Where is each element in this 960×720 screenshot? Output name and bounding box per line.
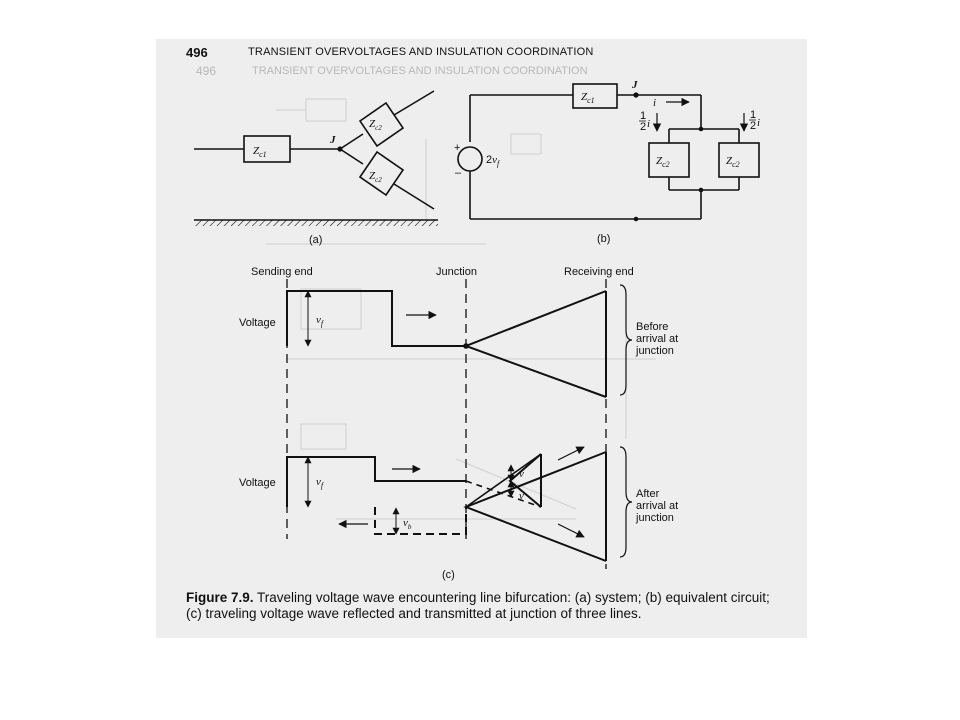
wave-after-arrival (286, 446, 607, 562)
half-current-right-i: i (757, 117, 760, 129)
after-line-1: After (636, 488, 660, 500)
voltage-label-after: Voltage (239, 477, 276, 489)
receiving-end-label: Receiving end (564, 266, 634, 278)
before-line-3: junction (635, 345, 674, 357)
panel-a-zc2-upper-label: Zc2 (369, 118, 382, 132)
junction-point-b (633, 92, 639, 98)
braces (619, 284, 633, 558)
panel-c-label: (c) (442, 569, 455, 581)
panel-a-zc1-label: Zc1 (253, 145, 267, 159)
panel-a-zc2-lower-label: Zc2 (369, 170, 382, 184)
junction-point-a (337, 146, 343, 152)
panel-b-zc2-right-label: Zc2 (726, 155, 740, 169)
voltage-label-before: Voltage (239, 317, 276, 329)
page-number: 496 (186, 45, 208, 60)
half-current-right-den: 2 (750, 120, 756, 132)
source-plus: + (454, 142, 460, 154)
node-return (633, 216, 639, 222)
caption-text: Traveling voltage wave encountering line… (186, 590, 770, 621)
caption-label: Figure 7.9. (186, 590, 254, 605)
running-title: TRANSIENT OVERVOLTAGES AND INSULATION CO… (248, 46, 594, 58)
half-current-right-num: 1 (750, 109, 756, 121)
current-label: i (653, 97, 656, 109)
junction-dot (463, 343, 469, 349)
panel-b-equivalent-circuit (457, 83, 760, 220)
source-minus: – (455, 167, 462, 179)
after-line-3: junction (635, 512, 674, 524)
ghost-page-number: 496 (196, 64, 217, 78)
before-line-2: arrival at (636, 333, 678, 345)
figure-7-9: Zc1 Zc2 Zc2 J (a) (194, 79, 760, 581)
before-line-1: Before (636, 321, 668, 333)
panel-b-zc2-left-label: Zc2 (656, 155, 670, 169)
panel-a-label: (a) (309, 234, 322, 246)
panel-a-junction-label: J (329, 134, 336, 146)
node-top (698, 126, 704, 132)
source-label: 2vf (486, 154, 501, 168)
vf-label-after: vf (316, 476, 325, 490)
vf-label-before: vf (316, 314, 325, 328)
node-bottom (698, 187, 704, 193)
v-label-upper: v (519, 468, 524, 480)
panel-b-zc1-label: Zc1 (581, 91, 595, 105)
after-line-2: arrival at (636, 500, 678, 512)
sending-end-label: Sending end (251, 266, 313, 278)
v-label-lower: v (519, 490, 524, 502)
vb-label: vb (403, 517, 412, 531)
ghost-running-title: TRANSIENT OVERVOLTAGES AND INSULATION CO… (252, 65, 588, 77)
half-current-left-den: 2 (640, 121, 646, 133)
half-current-left-i: i (647, 118, 650, 130)
panel-a-system (194, 90, 438, 226)
scanned-page: 496 TRANSIENT OVERVOLTAGES AND INSULATIO… (156, 39, 807, 638)
half-current-left-num: 1 (640, 110, 646, 122)
panel-b-junction-label: J (631, 79, 638, 91)
reference-lines (286, 279, 607, 569)
panel-b-label: (b) (597, 233, 610, 245)
figure-caption: Figure 7.9. Traveling voltage wave encou… (186, 590, 786, 622)
junction-label: Junction (436, 266, 477, 278)
wave-before-arrival (286, 290, 607, 398)
